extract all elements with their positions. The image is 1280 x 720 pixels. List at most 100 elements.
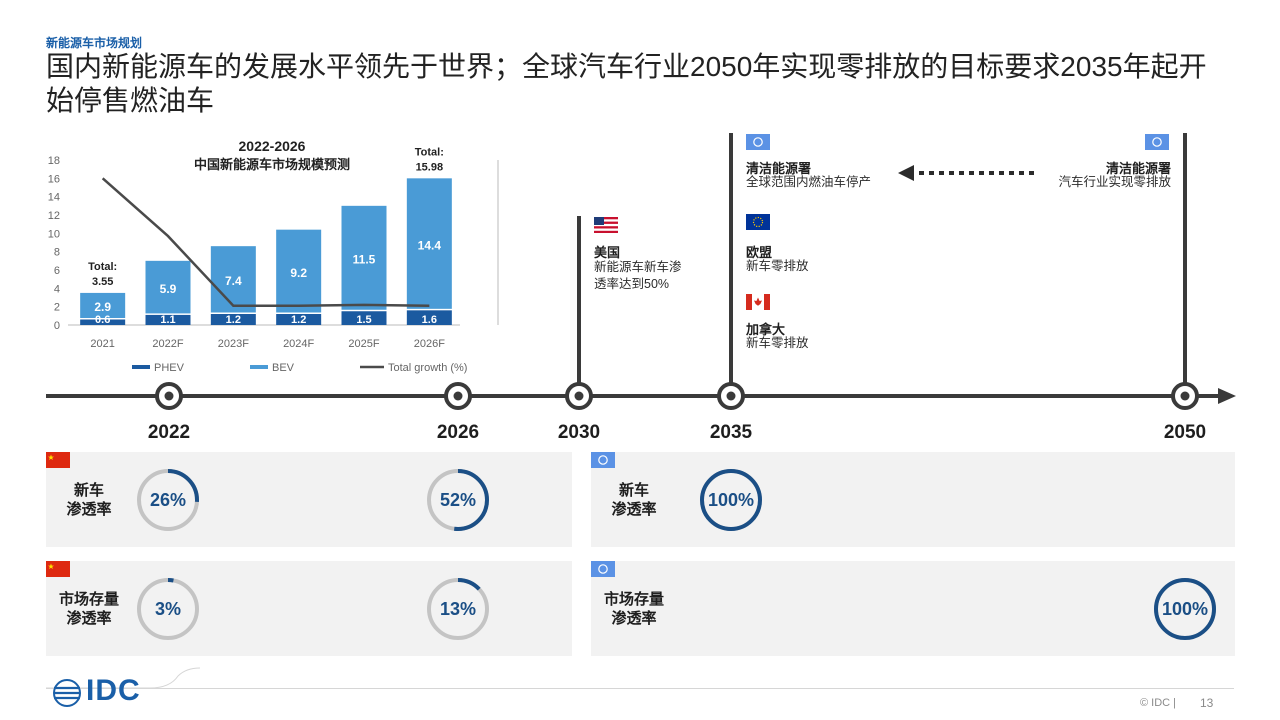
bar-label-phev: 1.2: [291, 314, 306, 326]
timeline-node-2030: [565, 382, 593, 410]
timeline-node-2022: [155, 382, 183, 410]
un-flag-icon: [1145, 134, 1169, 150]
gauge-fill: [137, 469, 199, 531]
china-new-panel: [46, 452, 572, 547]
canada-name: 加拿大: [746, 322, 786, 337]
bar-bev: [341, 205, 387, 310]
bar-bev: [406, 178, 452, 309]
us-desc-line1: 新能源车新车渗: [594, 260, 682, 274]
bar-phev: [276, 314, 322, 325]
y-tick-label: 12: [48, 210, 60, 222]
y-tick-label: 14: [48, 192, 60, 204]
unep-2050-desc: 汽车行业实现零排放: [1058, 175, 1171, 189]
us-flag-icon: [594, 217, 618, 233]
bar-label-phev: 1.6: [422, 314, 437, 326]
gauge-fill: [427, 469, 489, 531]
un-flag-icon: [746, 134, 770, 150]
y-tick-label: 8: [54, 247, 60, 259]
legend-label: Total growth (%): [388, 362, 467, 374]
bar-label-bev: 7.4: [225, 274, 242, 288]
section-tag: 新能源车市场规划: [46, 36, 143, 50]
un-flag-icon: [591, 561, 615, 577]
chart-subtitle: 中国新能源车市场规模预测: [194, 157, 350, 173]
timeline-node-2026: [444, 382, 472, 410]
y-tick-label: 16: [48, 173, 60, 185]
market-forecast-chart: 2022-2026中国新能源车市场规模预测0246810121416180204…: [48, 138, 499, 374]
y-tick-label: 0: [54, 320, 60, 332]
bar-label-phev: 1.2: [226, 314, 241, 326]
footer-curve: [46, 667, 201, 689]
china-flag-icon: [46, 561, 70, 577]
gauge-china-stock-2022: 3%: [135, 576, 201, 647]
x-tick-label: 2022F: [152, 338, 183, 350]
world-stock-panel: [591, 561, 1235, 656]
legend-swatch: [132, 365, 150, 369]
eu-desc: 新车零排放: [746, 259, 809, 273]
legend-label: PHEV: [154, 362, 185, 374]
timeline-arrow-icon: [1218, 388, 1236, 404]
world-new-label: 新车渗透率: [611, 482, 657, 518]
y-tick-label: 6: [54, 265, 60, 277]
gauge-china-stock-2026: 13%: [425, 576, 491, 647]
bar-bev: [210, 246, 256, 313]
eu-flag-icon: [746, 214, 770, 230]
page-number: 13: [1200, 696, 1214, 710]
canada-desc: 新车零排放: [746, 336, 809, 350]
page-title: 国内新能源车的发展水平领先于世界；全球汽车行业2050年实现零排放的目标要求20…: [46, 51, 1207, 116]
bar-phev: [406, 310, 452, 325]
gauge-china-new-2026: 52%: [425, 467, 491, 538]
china-stock-label: 市场存量渗透率: [58, 591, 119, 627]
unep-2050-name: 清洁能源署: [1105, 161, 1171, 176]
year-2035: 2035: [709, 422, 753, 443]
world-stock-label: 市场存量渗透率: [603, 591, 664, 627]
x-tick-label: 2021: [90, 338, 114, 350]
bar-bev: [276, 229, 322, 313]
gauge-fill: [427, 578, 489, 640]
total-label: Total:: [415, 146, 444, 158]
china-stock-panel: [46, 561, 572, 656]
timeline: [46, 133, 1236, 410]
timeline-node-2035: [717, 382, 745, 410]
un-flag-icon: [591, 452, 615, 468]
us-name: 美国: [594, 245, 621, 260]
bar-label-bev: 11.5: [353, 253, 376, 267]
bar-phev: [145, 314, 191, 325]
bar-label-bev: 2.9: [94, 300, 111, 314]
gauge-fill: [700, 469, 762, 531]
china-new-label: 新车渗透率: [66, 482, 112, 518]
us-desc-line2: 透率达到50%: [594, 277, 670, 291]
year-2022: 2022: [147, 422, 191, 443]
bar-label-bev: 9.2: [290, 266, 307, 280]
y-tick-label: 2: [54, 302, 60, 314]
y-tick-label: 10: [48, 228, 60, 240]
timeline-node-2050: [1171, 382, 1199, 410]
canada-flag-icon: [746, 294, 770, 310]
bar-phev: [210, 314, 256, 325]
x-tick-label: 2026F: [414, 338, 445, 350]
gauge-world-new-2035: 100%: [698, 467, 764, 538]
gauge-world-stock-2050: 100%: [1152, 576, 1218, 647]
unep-2035-name: 清洁能源署: [746, 161, 812, 176]
bar-label-bev: 5.9: [160, 282, 177, 296]
idc-logo-text: IDC: [86, 674, 141, 707]
year-2030: 2030: [557, 422, 601, 443]
bar-label-phev: 0.6: [95, 314, 110, 326]
bar-label-phev: 1.5: [356, 314, 371, 326]
china-flag-icon: [46, 452, 70, 468]
idc-globe-icon: [53, 679, 81, 707]
chart-title: 2022-2026: [239, 138, 306, 154]
footer-divider: [46, 688, 1234, 689]
gauge-china-new-2022: 26%: [135, 467, 201, 538]
bar-phev: [341, 311, 387, 325]
year-2026: 2026: [436, 422, 480, 443]
x-tick-label: 2024F: [283, 338, 314, 350]
world-new-panel: [591, 452, 1235, 547]
x-tick-label: 2025F: [348, 338, 379, 350]
total-label: Total:: [88, 261, 117, 273]
y-tick-label: 18: [48, 155, 60, 167]
growth-line: [101, 177, 430, 307]
copyright: © IDC |: [1140, 697, 1177, 709]
bar-bev: [80, 292, 126, 318]
bar-label-bev: 14.4: [418, 238, 442, 252]
x-tick-label: 2023F: [218, 338, 249, 350]
